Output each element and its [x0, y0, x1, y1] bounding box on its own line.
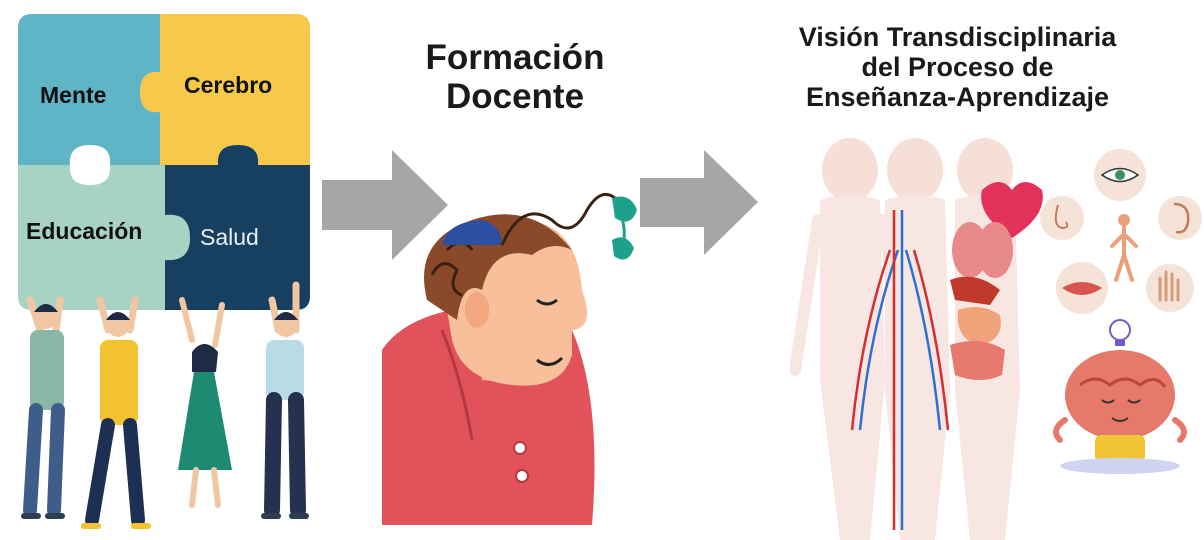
thinking-teacher-head-icon — [372, 180, 652, 525]
human-anatomy-illustration — [790, 130, 1204, 540]
label-mente: Mente — [40, 82, 107, 108]
person-4 — [261, 281, 309, 519]
meditating-brain-icon — [1053, 350, 1187, 474]
person-1 — [21, 296, 65, 519]
puzzle-piece-salud — [165, 145, 310, 310]
center-title-line2: Docente — [445, 77, 585, 117]
lightbulb-icon — [1109, 319, 1131, 346]
label-cerebro: Cerebro — [184, 72, 273, 98]
label-salud: Salud — [200, 224, 259, 250]
puzzle-illustration — [18, 14, 310, 529]
center-title-line1: Formación — [425, 38, 605, 77]
person-3 — [178, 297, 232, 508]
arrow-2 — [640, 150, 758, 255]
hand-icon — [1146, 264, 1194, 312]
right-title-line2: del Proceso de — [861, 52, 1054, 83]
puzzle-piece-mente — [18, 14, 160, 165]
right-title: Visión Transdisciplinaria del Proceso de… — [750, 22, 1165, 113]
center-title: Formación Docente — [390, 38, 640, 116]
puzzle-piece-educacion — [18, 165, 190, 310]
nose-icon — [1040, 196, 1084, 240]
body-figure-icon — [1110, 214, 1138, 282]
right-title-line1: Visión Transdisciplinaria — [798, 22, 1117, 52]
label-educacion: Educación — [26, 218, 143, 244]
arrow-1 — [322, 150, 448, 260]
puzzle-piece-cerebro — [140, 14, 310, 165]
ear-icon — [1158, 196, 1202, 240]
person-2 — [81, 296, 151, 529]
right-title-line3: Enseñanza-Aprendizaje — [805, 82, 1110, 113]
puzzle-group: Mente Cerebro Educación Salud — [0, 0, 320, 540]
